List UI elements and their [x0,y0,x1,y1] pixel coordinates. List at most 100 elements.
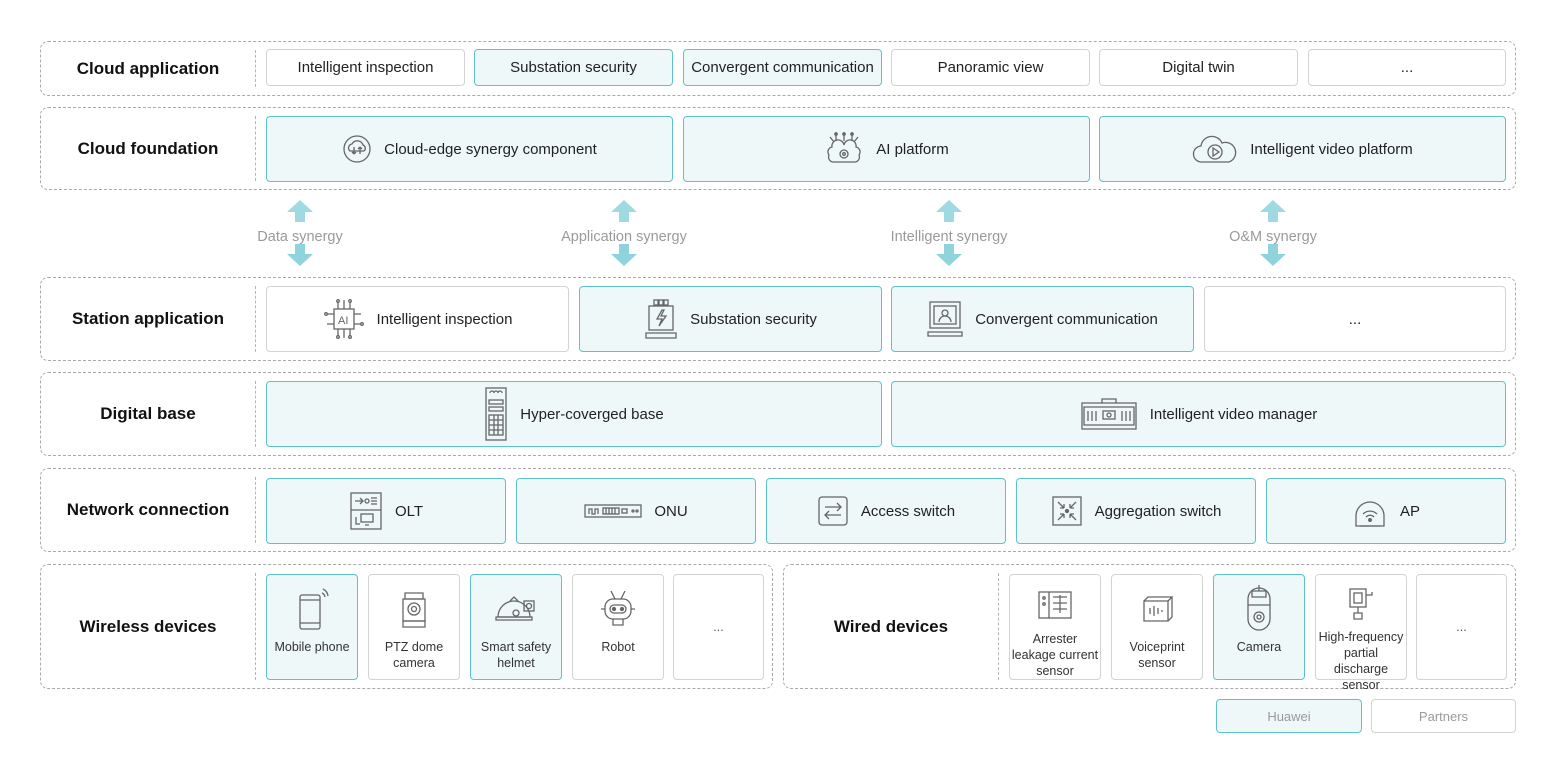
box-label: AI platform [876,140,949,158]
server-rack-icon [484,387,508,441]
box-label: ONU [654,502,688,520]
video-call-icon [927,299,963,339]
switch-arrows-icon [817,495,849,527]
box-label: Digital twin [1162,59,1235,76]
ai-chip-icon: AI [323,298,365,340]
voiceprint-sensor-icon [1140,587,1174,631]
legend-huawei: Huawei [1216,699,1362,733]
legend-label: Partners [1418,708,1469,724]
olt-icon [349,491,383,531]
divider [255,381,256,447]
layer-title: Wired devices [833,616,949,636]
device-more: ... [673,574,764,680]
synergy-label: Intelligent synergy [890,229,1008,245]
legend-partners: Partners [1371,699,1516,733]
box-label: AP [1399,502,1420,520]
intelligent-video-manager: Intelligent video manager [891,381,1506,447]
device-more: ... [1416,574,1507,680]
device-label: High-frequency partial discharge sensor [1318,630,1404,692]
cloud-app-digital-twin: Digital twin [1099,49,1298,86]
divider [255,50,256,87]
box-label: Aggregation switch [1094,502,1222,520]
ap: AP [1266,478,1506,544]
box-label: Cloud-edge synergy component [384,140,597,158]
double-arrow-icon [936,200,962,266]
device-smart-safety-helmet: Smart safety helmet [470,574,562,680]
device-label: PTZ dome camera [384,640,444,670]
layer-title: Wireless devices [79,616,217,636]
box-label: OLT [394,502,424,520]
wifi-ap-icon [1352,494,1388,528]
device-robot: Robot [572,574,664,680]
station-app-substation-security: Substation security [579,286,882,352]
device-label: Robot [601,640,635,654]
double-arrow-icon [287,200,313,266]
double-arrow-icon [611,200,637,266]
sensor-panel-icon [1037,587,1073,623]
legend-label: Huawei [1267,708,1311,724]
aggregation-icon [1051,495,1083,527]
wireless-devices-layer: Wireless devices Mobile phone PTZ dome c… [40,564,773,689]
device-arrester-sensor: Arrester leakage current sensor [1009,574,1101,680]
device-camera: Camera [1213,574,1305,680]
device-voiceprint-sensor: Voiceprint sensor [1111,574,1203,680]
wired-devices-layer: Wired devices Arrester leakage current s… [783,564,1516,692]
ai-platform: AI platform [683,116,1090,182]
robot-icon [599,587,637,631]
station-application-layer: Station application AI Intelligent inspe… [40,277,1516,361]
box-label: ... [1400,59,1414,76]
device-label: Camera [1236,640,1282,654]
cloud-app-convergent-communication: Convergent communication [683,49,882,86]
layer-title: Cloud foundation [77,138,219,158]
cloud-application-layer: Cloud application Intelligent inspection… [40,41,1516,96]
ptz-camera-icon [399,587,429,631]
box-label: Intelligent inspection [297,59,434,76]
cloud-app-more: ... [1308,49,1506,86]
network-connection-layer: Network connection OLT ONU Access switch… [40,468,1516,552]
box-label: Panoramic view [937,59,1044,76]
device-label: ... [1456,620,1467,634]
hyper-converged-base: Hyper-coverged base [266,381,882,447]
box-label: Intelligent video platform [1250,140,1413,158]
intelligent-synergy-arrow: Intelligent synergy [859,200,1039,266]
box-label: ... [1348,310,1362,328]
device-label: Mobile phone [274,640,350,654]
box-label: Access switch [860,502,956,520]
layer-title: Cloud application [76,58,220,78]
access-switch: Access switch [766,478,1006,544]
box-label: Convergent communication [975,310,1158,328]
station-app-intelligent-inspection: AI Intelligent inspection [266,286,569,352]
device-mobile-phone: Mobile phone [266,574,358,680]
ai-brain-icon [824,132,864,166]
box-label: Intelligent video manager [1149,405,1318,423]
cloud-app-substation-security: Substation security [474,49,673,86]
olt: OLT [266,478,506,544]
synergy-label: Data synergy [257,229,343,245]
box-label: Substation security [690,310,817,328]
device-label: ... [713,620,724,634]
layer-title: Network connection [66,500,230,519]
double-arrow-icon [1260,200,1286,266]
layer-title: Digital base [100,404,196,423]
cloud-edge-synergy-component: Cloud-edge synergy component [266,116,673,182]
synergy-label: O&M synergy [1229,229,1317,245]
cloud-play-icon [1192,134,1238,164]
safety-helmet-icon [494,587,538,631]
digital-base-layer: Digital base Hyper-coverged base Intelli… [40,372,1516,456]
device-label: Arrester leakage current sensor [1011,632,1099,678]
divider [255,116,256,181]
cloud-app-panoramic-view: Panoramic view [891,49,1090,86]
device-partial-discharge-sensor: High-frequency partial discharge sensor [1315,574,1407,692]
synergy-label: Application synergy [561,229,687,245]
cloud-foundation-layer: Cloud foundation Cloud-edge synergy comp… [40,107,1516,190]
divider [255,286,256,352]
divider [255,573,256,680]
mobile-phone-icon [294,587,330,631]
device-label: Smart safety helmet [480,640,552,670]
box-label: Hyper-coverged base [520,405,664,423]
om-synergy-arrow: O&M synergy [1183,200,1363,266]
box-label: Intelligent inspection [376,310,513,328]
cloud-sync-icon [342,134,372,164]
station-app-more: ... [1204,286,1506,352]
application-synergy-arrow: Application synergy [534,200,714,266]
